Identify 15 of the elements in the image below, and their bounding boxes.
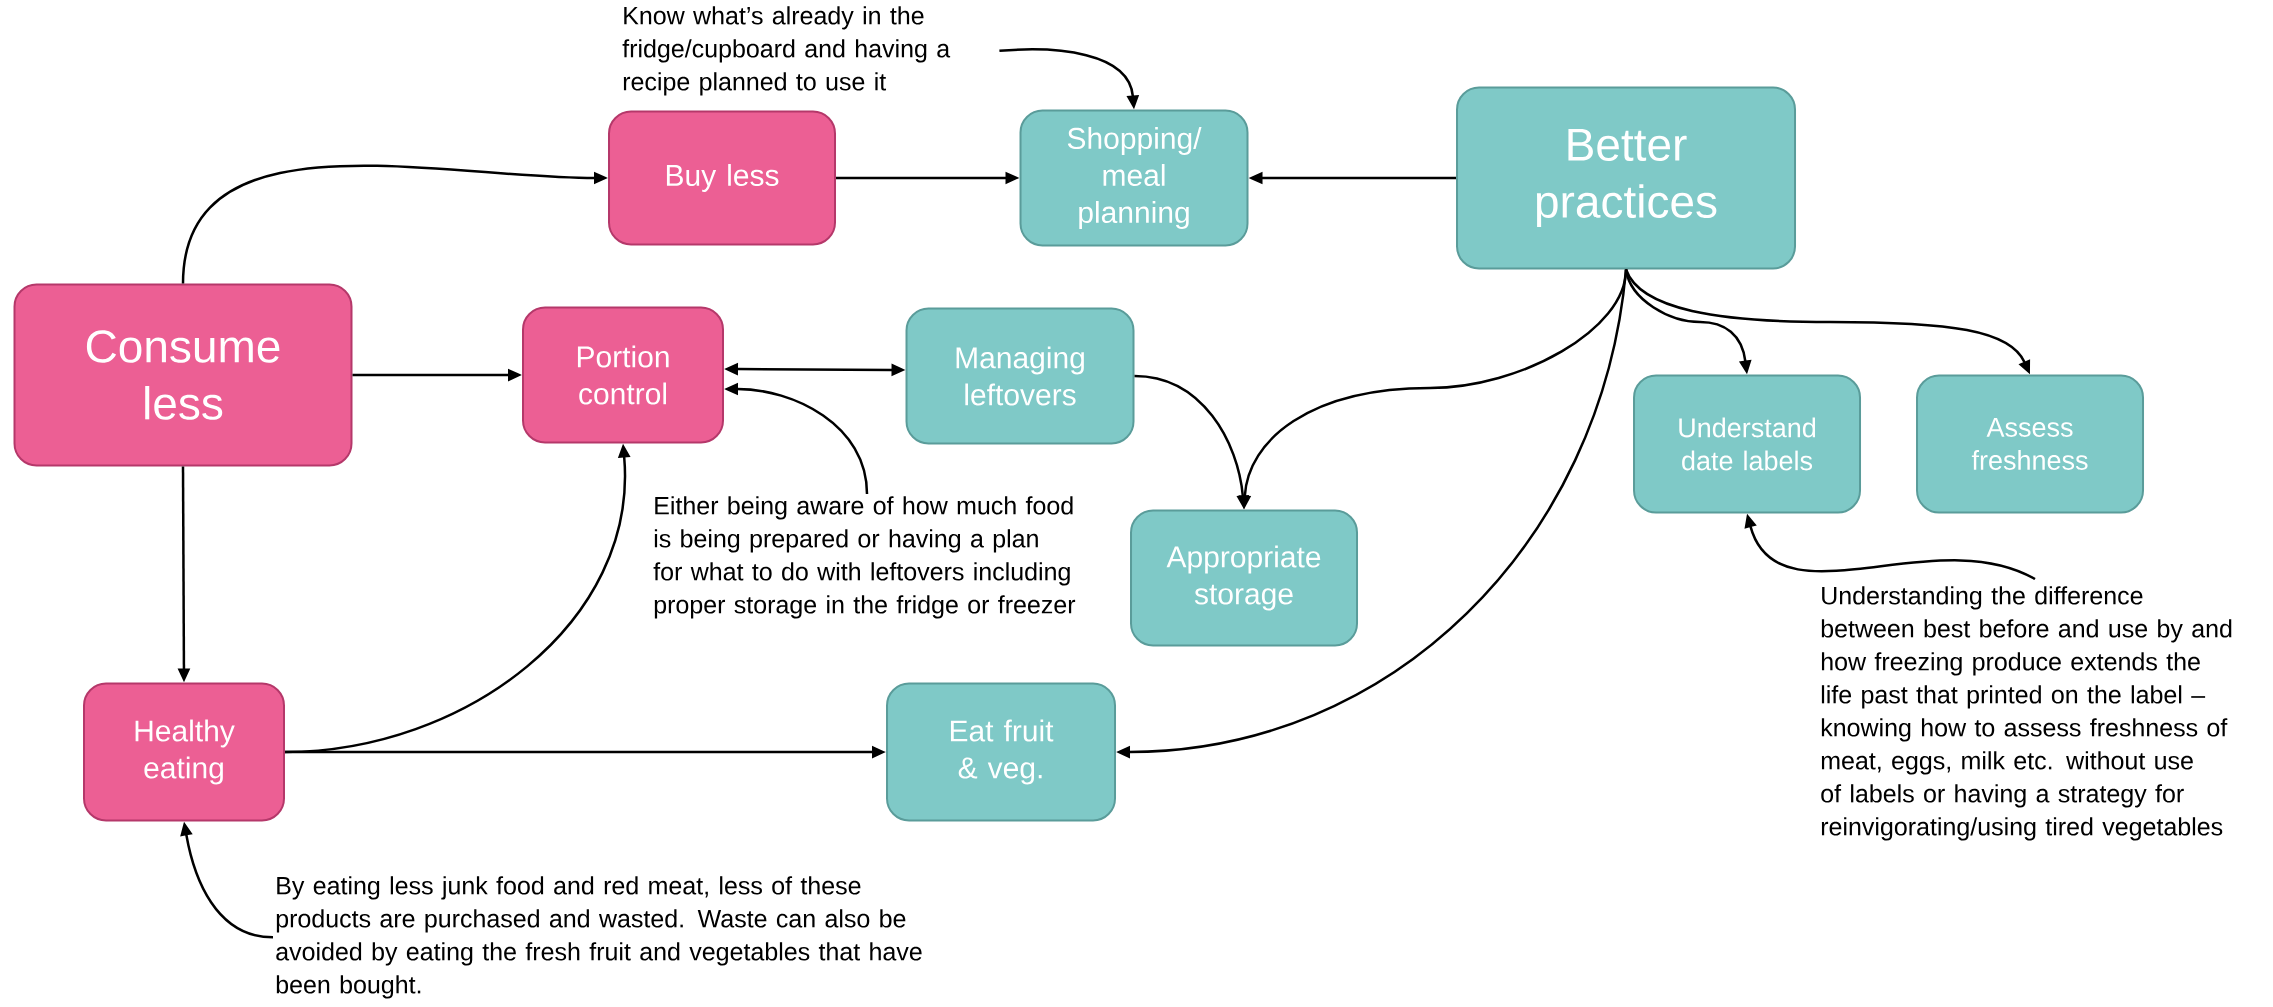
process-box: Buy less (608, 110, 836, 246)
process-box: Appropriate storage (1130, 509, 1358, 647)
process-box: Healthy eating (83, 682, 285, 822)
process-box: Shopping/ meal planning (1019, 109, 1249, 247)
process-box: Eat fruit & veg. (886, 682, 1116, 822)
process-box: Managing leftovers (905, 307, 1135, 445)
process-box: Consume less (13, 283, 353, 467)
annotation-text: By eating less junk food and red meat, less of these products are purchased and wasted. Waste can also be avoided by eating the fresh fruit and vegetables that have been bought. (276, 876, 922, 999)
annotation-text: Either being aware of how much food is being prepared or having a plan for what to do with leftovers including proper storage in the fridge or freezer (653, 496, 1076, 619)
process-box: Better practices (1456, 86, 1796, 270)
process-box: Portion control (522, 306, 724, 444)
process-box: Understand date labels (1633, 374, 1861, 514)
annotation-text: Know what’s already in the fridge/cupboard and having a recipe planned to use it (622, 6, 951, 96)
annotation-text: Understanding the difference between best before and use by and how freezing produce extends the life past that printed on the label – knowing how to assess freshness of meat, eggs, milk etc. without use of labels or having a strategy for reinvigorating/using tired vegetables (1821, 586, 2232, 841)
process-box: Assess freshness (1916, 374, 2144, 514)
